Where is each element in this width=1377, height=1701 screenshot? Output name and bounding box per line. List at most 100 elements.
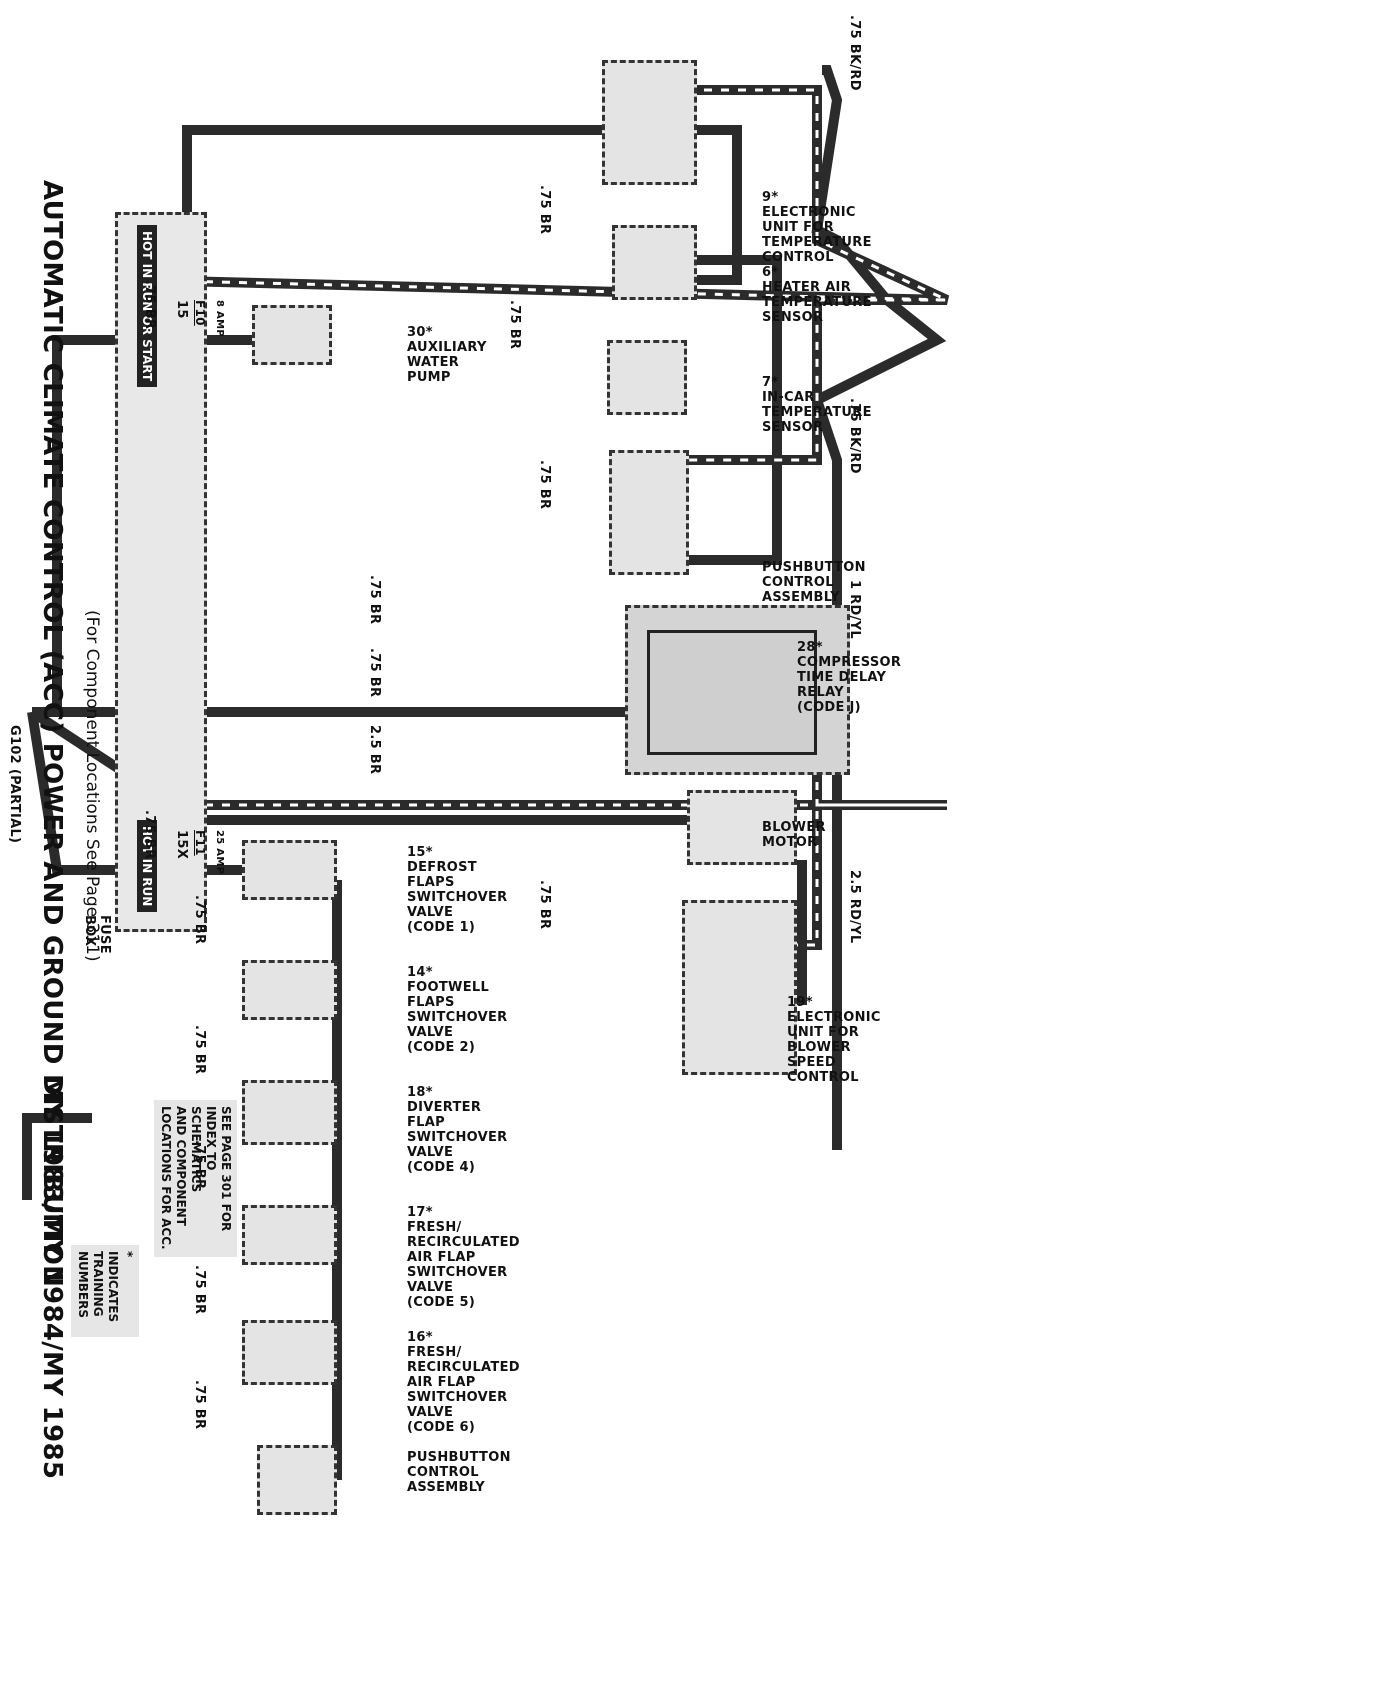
component-label-line: VALVE (407, 1025, 454, 1040)
component-number: 15* (407, 845, 433, 860)
wire-label-br-6: .75 BR (142, 280, 157, 330)
component-label-line: HEATER AIR (762, 280, 852, 295)
component-number: 14* (407, 965, 433, 980)
component-label-line: FLAP (407, 1115, 445, 1130)
wire-label-br-12: .75 BR (192, 1265, 207, 1315)
component-number: 17* (407, 1205, 433, 1220)
component-label-line: FRESH/ (407, 1345, 462, 1360)
component-label-line: RECIRCULATED (407, 1360, 520, 1375)
component-label-line: FOOTWELL (407, 980, 490, 995)
component-label-line: SENSOR (762, 310, 824, 325)
component-label-line: DIVERTER (407, 1100, 482, 1115)
wire-label-br25: 2.5 BR (367, 725, 382, 775)
legend-note-line: TRAINING (91, 1251, 105, 1317)
component-label-line: ELECTRONIC (787, 1010, 881, 1025)
wire-label-br-4: .75 BR (367, 575, 382, 625)
component-box-17 (242, 1205, 337, 1265)
wire-label-rdyl: 1 RD/YL (847, 580, 862, 639)
component-number: 30* (407, 325, 433, 340)
legend-note-line: NUMBERS (76, 1251, 90, 1318)
component-label-line: PUSHBUTTON (407, 1450, 511, 1465)
wire-br-sensors-2 (687, 255, 782, 565)
component-label-line: FLAPS (407, 875, 455, 890)
fuse-box-label-line: BOX (82, 915, 97, 947)
wire-label-bkrd-2: .75 BK/RD (847, 398, 862, 474)
component-label-line: VALVE (407, 1280, 454, 1295)
component-label-line: BLOWER (762, 820, 826, 835)
component-box-15 (242, 840, 337, 900)
component-label-line: SPEED (787, 1055, 836, 1070)
page-subtitle: (For Component Locations See Page 311) (82, 610, 102, 962)
fuse-f11-rating: 25 AMP (214, 830, 225, 875)
wire-label-br-2: .75 BR (507, 300, 522, 350)
wire-label-bkrd-1: .75 BK/RD (847, 15, 862, 91)
wire-label-br-13: .75 BR (192, 1380, 207, 1430)
wire-br-9-ground (182, 125, 697, 712)
wire-label-br-11: .75 BR (192, 1140, 207, 1190)
component-label-line: BLOWER (787, 1040, 851, 1055)
component-label-line: (CODE 4) (407, 1160, 476, 1175)
fuse-f10-rating: 8 AMP (214, 300, 225, 337)
ground-name: G102 (7, 725, 22, 765)
wire-label-br-9: .75 BR (192, 895, 207, 945)
wire-f10-feed (136, 275, 948, 305)
component-box-18 (242, 1080, 337, 1145)
component-label-line: PUMP (407, 370, 451, 385)
component-label-line: VALVE (407, 1145, 454, 1160)
component-number: 18* (407, 1085, 433, 1100)
ground-label: G102 (PARTIAL) (7, 725, 22, 843)
component-label-line: MOTOR (762, 835, 818, 850)
legend-note: * INDICATES TRAINING NUMBERS (71, 1245, 139, 1337)
component-number: 7* (762, 375, 779, 390)
wire-label-br-8: .75 BR (537, 880, 552, 930)
component-label-line: (CODE 2) (407, 1040, 476, 1055)
wire-label-br-7: .75 BR (142, 810, 157, 860)
component-label-line: SWITCHOVER (407, 1010, 508, 1025)
component-box-7 (607, 340, 687, 415)
component-label-line: FRESH/ (407, 1220, 462, 1235)
model-years: MY 1983/MY 1984/MY 1985 (37, 1075, 67, 1480)
component-label-line: ELECTRONIC (762, 205, 856, 220)
component-label-line: DEFROST (407, 860, 477, 875)
component-number: 16* (407, 1330, 433, 1345)
component-label-line: SWITCHOVER (407, 1265, 508, 1280)
component-label-line: RELAY (797, 685, 844, 700)
see-page-note-line: SEE PAGE 301 FOR (219, 1106, 233, 1232)
ground-suffix: (PARTIAL) (7, 764, 22, 844)
component-label-line: AIR FLAP (407, 1250, 476, 1265)
component-box-9 (602, 60, 697, 185)
see-page-note-line: LOCATIONS FOR ACC. (159, 1106, 173, 1250)
component-label-line: RECIRCULATED (407, 1235, 520, 1250)
legend-note-line: * INDICATES (106, 1251, 135, 1323)
wire-label-rdyl25: 2.5 RD/YL (847, 870, 862, 944)
fuse-box-label-line: FUSE (97, 915, 112, 954)
component-label-line: ASSEMBLY (407, 1480, 486, 1495)
component-label-line: CONTROL (762, 250, 834, 265)
component-label-line: COMPRESSOR (797, 655, 902, 670)
fuse-box-label: FUSE BOX (82, 915, 112, 954)
component-box-pushbutton-c2 (609, 450, 689, 575)
component-number: 9* (762, 190, 779, 205)
component-number: 28* (797, 640, 823, 655)
component-label-line: VALVE (407, 905, 454, 920)
component-label-line: TIME DELAY (797, 670, 887, 685)
fuse-f10-name: F10 (193, 300, 207, 326)
component-label-line: WATER (407, 355, 460, 370)
component-label-line: VALVE (407, 1405, 454, 1420)
component-label-line: (CODE 5) (407, 1295, 476, 1310)
component-label-line: CONTROL (407, 1465, 479, 1480)
fuse-f11-pin: 15X (174, 830, 189, 860)
wire-br-sensors-1 (687, 125, 742, 285)
component-number: 6* (762, 265, 779, 280)
